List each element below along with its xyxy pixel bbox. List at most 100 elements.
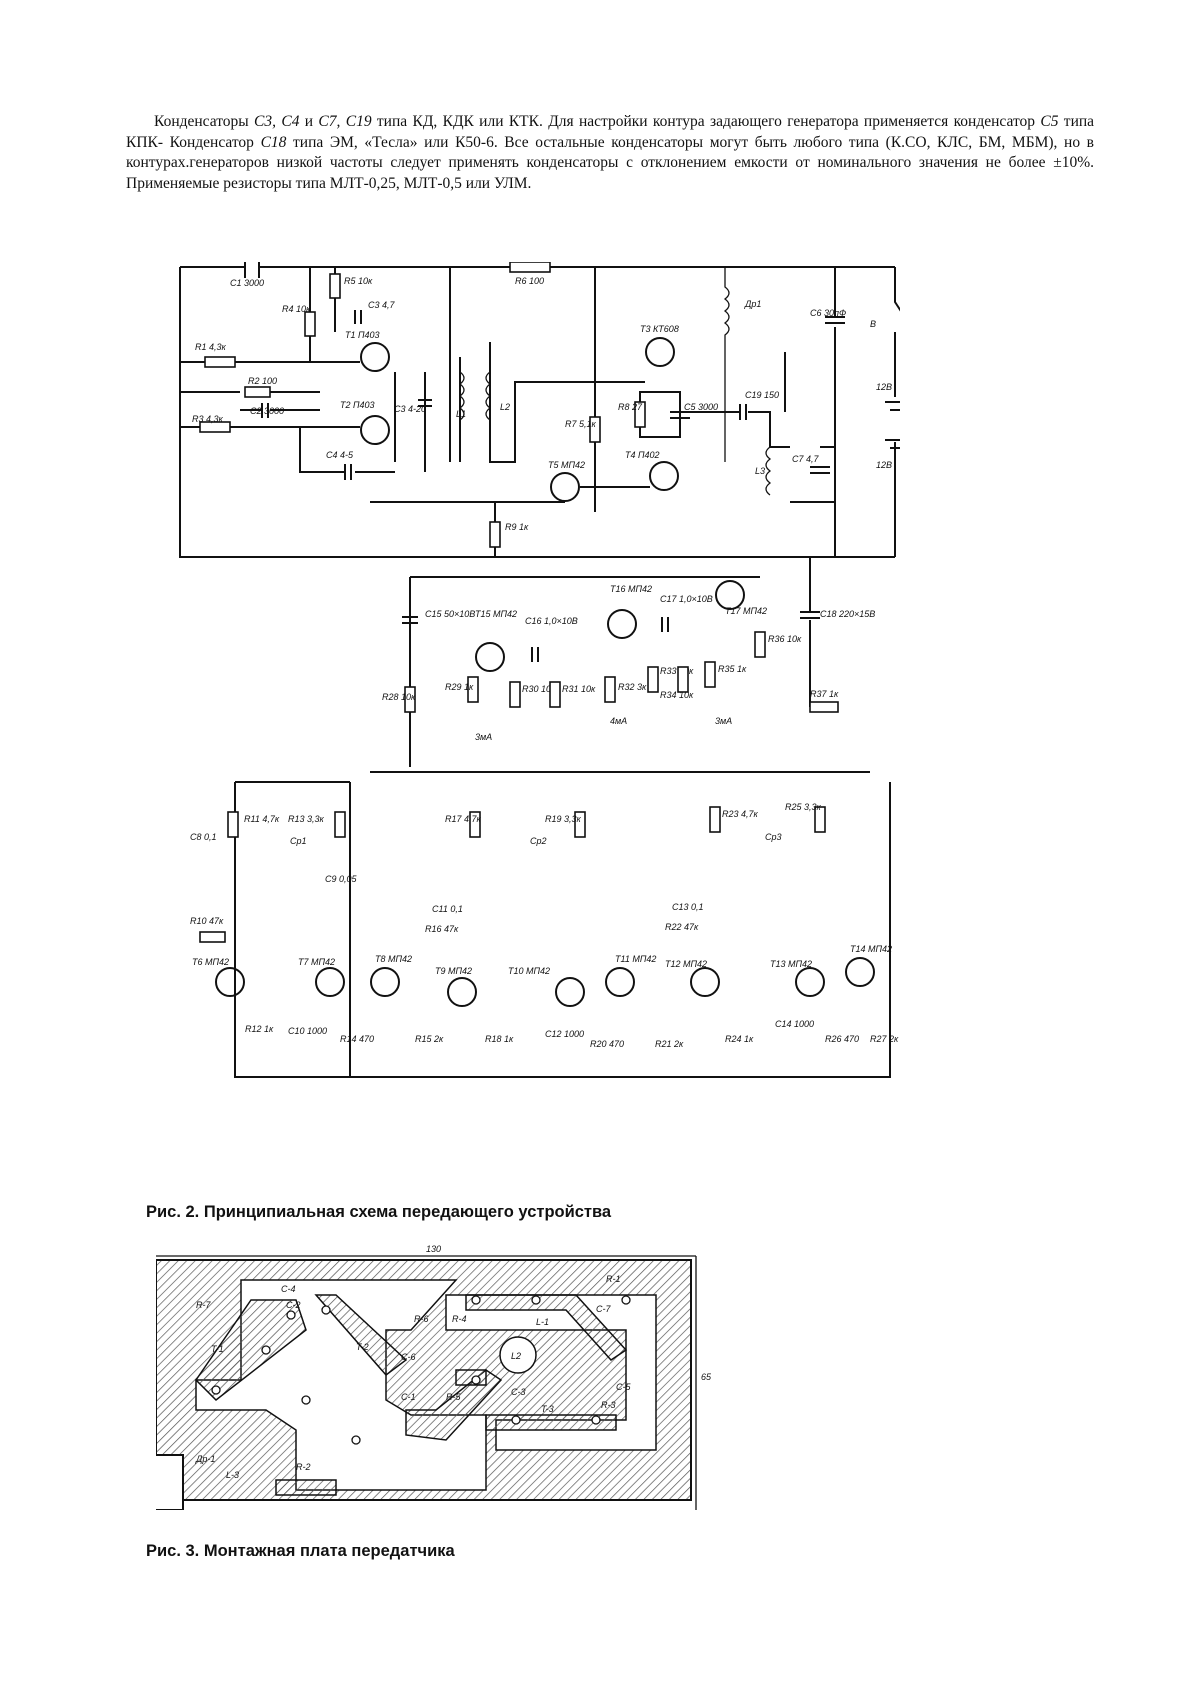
label-r3: R3 4,3к xyxy=(192,414,224,424)
label-r7: R7 5,1к xyxy=(565,419,597,429)
schematic-svg: C1 3000 R6 100 R4 10к R5 10к C3 4,7 T1 П… xyxy=(179,262,900,1078)
label-r8: R8 27 xyxy=(618,402,643,412)
label-c2: C-2 xyxy=(286,1300,301,1310)
label-r9: R9 1к xyxy=(505,522,529,532)
label-b1: 12В xyxy=(876,382,892,392)
label-t11: T11 МП42 xyxy=(615,954,656,964)
label-t2: T-2 xyxy=(356,1342,369,1352)
label-c12: C12 1000 xyxy=(545,1029,584,1039)
label-c3: C-3 xyxy=(511,1387,526,1397)
resistor-r6 xyxy=(509,262,551,273)
label-t5: T5 МП42 xyxy=(548,460,585,470)
label-c7: C-7 xyxy=(596,1304,611,1314)
label-r32: R32 3к xyxy=(618,682,647,692)
label-r12: R12 1к xyxy=(245,1024,274,1034)
label-l1: L-1 xyxy=(536,1317,549,1327)
label-r26: R26 470 xyxy=(825,1034,859,1044)
label-r10: R10 47к xyxy=(190,916,224,926)
mid-resistors: R28 10к R29 1к R30 10к R31 10к R32 3к R3… xyxy=(382,631,839,742)
rf-section: C1 3000 R6 100 R4 10к R5 10к C3 4,7 T1 П… xyxy=(179,262,900,558)
label-r5: R-5 xyxy=(446,1392,461,1402)
label-r27: R27 2к xyxy=(870,1034,899,1044)
label-r23: R23 4,7к xyxy=(722,809,759,819)
label-c9: C9 0,05 xyxy=(325,874,358,884)
label-r35: R35 1к xyxy=(718,664,747,674)
label-r14: R14 470 xyxy=(340,1034,374,1044)
label-r20: R20 470 xyxy=(590,1039,624,1049)
label-c5: C-5 xyxy=(616,1382,631,1392)
label-c11: C11 0,1 xyxy=(432,904,463,914)
label-c2: C2 3000 xyxy=(250,406,284,416)
label-r1: R1 4,3к xyxy=(195,342,227,352)
label-r2: R2 100 xyxy=(248,376,277,386)
label-c13: C13 0,1 xyxy=(672,902,704,912)
label-r30: R30 10к xyxy=(522,684,556,694)
label-r22: R22 47к xyxy=(665,922,699,932)
label-t9: T9 МП42 xyxy=(435,966,472,976)
label-width: 130 xyxy=(426,1244,441,1254)
label-r15: R15 2к xyxy=(415,1034,444,1044)
label-c15: C15 50×10В xyxy=(425,609,475,619)
label-t14: T14 МП42 xyxy=(850,944,892,954)
label-t10: T10 МП42 xyxy=(508,966,550,976)
label-c16: C16 1,0×10В xyxy=(525,616,578,626)
label-t1: T1 П403 xyxy=(345,330,380,340)
label-r18: R18 1к xyxy=(485,1034,514,1044)
label-cp3: Ср3 xyxy=(765,832,782,842)
label-t3: T3 КТ608 xyxy=(640,324,679,334)
label-l2: L2 xyxy=(511,1351,521,1361)
label-r6: R-6 xyxy=(414,1314,429,1324)
label-t12: T12 МП42 xyxy=(665,959,707,969)
label-cp2: Ср2 xyxy=(530,836,547,846)
intro-paragraph: Конденсаторы C3, C4 и C7, C19 типа КД, К… xyxy=(126,113,1095,192)
label-c5: C5 3000 xyxy=(684,402,718,412)
label-c4: C-4 xyxy=(281,1284,296,1294)
label-c1: C-1 xyxy=(401,1392,416,1402)
label-l3: L3 xyxy=(755,466,765,476)
label-l3: L-3 xyxy=(226,1470,239,1480)
label-t3: T-3 xyxy=(541,1404,554,1414)
figure2-caption: Рис. 2. Принципиальная схема передающего… xyxy=(146,1203,612,1221)
label-r24: R24 1к xyxy=(725,1034,754,1044)
label-c3: C3 4-20 xyxy=(394,404,426,414)
label-l1: L1 xyxy=(456,409,466,419)
label-r36: R36 10к xyxy=(768,634,802,644)
label-t17: T17 МП42 xyxy=(725,606,767,616)
label-r4: R4 10к xyxy=(282,304,311,314)
label-r33: R33 10к xyxy=(660,666,694,676)
amplifier-section: C15 50×10В T15 МП42 C16 1,0×10В T16 МП42… xyxy=(370,557,875,773)
label-c14: C14 1000 xyxy=(775,1019,814,1029)
label-r11: R11 4,7к xyxy=(244,814,280,824)
lf-generators: R11 4,7к R13 3,3к Ср1 C8 0,1 R10 47к T6 … xyxy=(190,781,899,1078)
label-r5: R5 10к xyxy=(344,276,373,286)
label-t16: T16 МП42 xyxy=(610,584,652,594)
intro-text: Конденсаторы C3, C4 и C7, C19 типа КД, К… xyxy=(126,112,1094,194)
label-t2: T2 П403 xyxy=(340,400,375,410)
label-r28: R28 10к xyxy=(382,692,416,702)
label-r4: R-4 xyxy=(452,1314,467,1324)
label-r6: R6 100 xyxy=(515,276,544,286)
label-r16: R16 47к xyxy=(425,924,459,934)
label-b2: 12В xyxy=(876,460,892,470)
label-c1: C1 3000 xyxy=(230,278,264,288)
label-c6: C6 30пФ xyxy=(810,308,846,318)
label-c8: C8 0,1 xyxy=(190,832,217,842)
label-t7: T7 МП42 xyxy=(298,957,335,967)
label-r3: R-3 xyxy=(601,1400,616,1410)
pcb-layout: 130 65 L2 R-7 C-4 C-2 T-1 T-2 R-6 R-4 C-… xyxy=(156,1240,716,1510)
label-r7: R-7 xyxy=(196,1300,211,1310)
label-r17: R17 4,7к xyxy=(445,814,482,824)
label-t8: T8 МП42 xyxy=(375,954,412,964)
label-c3-4: C3 4,7 xyxy=(368,300,396,310)
label-r29: R29 1к xyxy=(445,682,474,692)
label-r1: R-1 xyxy=(606,1274,621,1284)
label-switch: В xyxy=(870,319,876,329)
label-c17: C17 1,0×10В xyxy=(660,594,713,604)
label-r13: R13 3,3к xyxy=(288,814,325,824)
figure3-caption: Рис. 3. Монтажная плата передатчика xyxy=(146,1542,455,1560)
label-dr1: Др-1 xyxy=(195,1454,215,1464)
label-ma1: 3мА xyxy=(475,732,492,742)
label-r31: R31 10к xyxy=(562,684,596,694)
label-t1: T-1 xyxy=(211,1344,224,1354)
label-r19: R19 3,3к xyxy=(545,814,582,824)
